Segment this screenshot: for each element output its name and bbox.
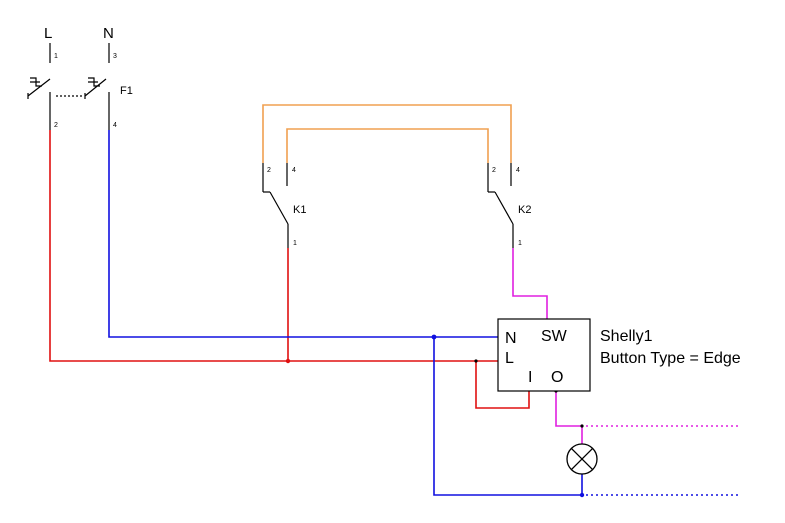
k2-pin-4: 4 — [516, 167, 520, 174]
neutral-wires — [108, 130, 583, 496]
live-junction — [285, 358, 291, 364]
shelly-terminal-l: L — [505, 350, 514, 367]
terminal-l-bottom-pin: 2 — [54, 122, 58, 129]
shelly-terminal-n: N — [505, 330, 517, 347]
k1-pin-1: 1 — [293, 240, 297, 247]
k2-pin-1: 1 — [518, 240, 522, 247]
shelly-name: Shelly1 — [600, 328, 653, 345]
k1-pin-4: 4 — [292, 167, 296, 174]
live-junction-l — [474, 359, 478, 363]
switched-wires — [512, 248, 583, 444]
shelly-terminal-o: O — [551, 369, 563, 386]
terminal-l-label: L — [44, 25, 52, 42]
k2-label: K2 — [518, 204, 531, 216]
terminal-l-top-pin: 1 — [54, 53, 58, 60]
neutral-junction-lamp — [579, 492, 585, 498]
switch-k1 — [262, 163, 289, 248]
traveller-wires — [262, 104, 512, 163]
lamp-icon — [566, 443, 598, 475]
switch-k2 — [487, 163, 514, 248]
switched-junction-lamp — [580, 424, 584, 428]
terminal-n-label: N — [103, 25, 114, 42]
k2-pin-2: 2 — [492, 167, 496, 174]
live-wires — [49, 130, 530, 409]
shelly-terminal-i: I — [528, 369, 532, 386]
supply-breaker-f1 — [27, 43, 110, 130]
terminal-n-bottom-pin: 4 — [113, 122, 117, 129]
shelly-module — [497, 318, 591, 392]
shelly-terminal-sw: SW — [541, 328, 568, 345]
k1-pin-2: 2 — [267, 167, 271, 174]
k1-label: K1 — [293, 204, 306, 216]
shelly-config: Button Type = Edge — [600, 350, 741, 367]
breaker-label: F1 — [120, 85, 133, 97]
terminal-n-top-pin: 3 — [113, 53, 117, 60]
neutral-junction — [431, 334, 437, 340]
